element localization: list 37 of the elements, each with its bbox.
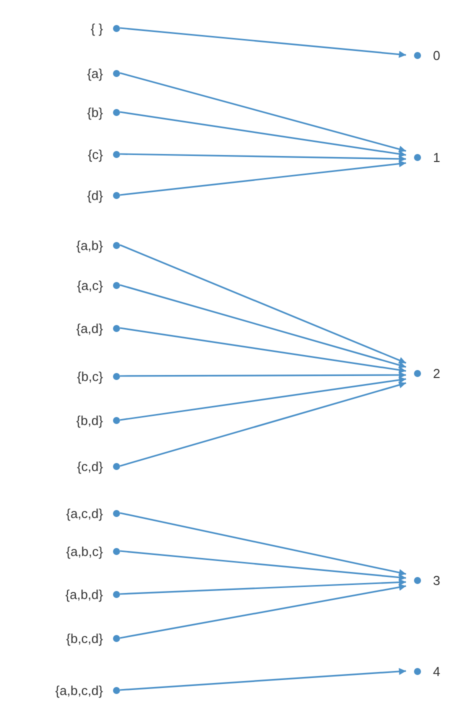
count-label: 1 bbox=[433, 150, 440, 164]
arrow bbox=[120, 550, 406, 581]
count-label: 3 bbox=[433, 572, 440, 588]
arrow bbox=[120, 284, 406, 368]
set-label: {a,d} bbox=[76, 320, 103, 336]
arrow bbox=[120, 244, 406, 364]
arrow bbox=[120, 382, 406, 467]
arrow bbox=[120, 327, 406, 374]
set-label: {c} bbox=[88, 146, 103, 162]
set-label: {a,b,d} bbox=[65, 586, 103, 602]
arrow bbox=[120, 578, 406, 595]
arrow bbox=[120, 584, 406, 639]
arrow bbox=[120, 372, 406, 379]
set-label: { } bbox=[90, 20, 103, 36]
arrow bbox=[120, 153, 406, 162]
set-label: {d} bbox=[87, 188, 103, 202]
set-label: {a,b,c,d} bbox=[55, 682, 103, 698]
set-label: {a} bbox=[87, 66, 103, 80]
arrow bbox=[120, 376, 406, 421]
set-label: {b,d} bbox=[76, 412, 103, 428]
arrow bbox=[120, 160, 406, 196]
set-label: {b} bbox=[87, 104, 103, 120]
arrow bbox=[120, 111, 406, 158]
set-label: {a,c} bbox=[76, 278, 103, 292]
arrow bbox=[120, 72, 406, 153]
arrow bbox=[120, 27, 406, 58]
set-label: {a,c,d} bbox=[66, 506, 103, 520]
set-label: {a,b,c} bbox=[66, 544, 103, 558]
set-label: {a,b} bbox=[76, 238, 103, 252]
count-label: 4 bbox=[433, 664, 440, 678]
arrow bbox=[120, 512, 406, 576]
set-label: {b,c} bbox=[76, 368, 103, 384]
count-label: 0 bbox=[433, 48, 440, 62]
count-label: 2 bbox=[433, 366, 440, 380]
set-label: {b,c,d} bbox=[66, 630, 103, 646]
set-label: {c,d} bbox=[76, 458, 103, 474]
arrow bbox=[120, 668, 406, 691]
